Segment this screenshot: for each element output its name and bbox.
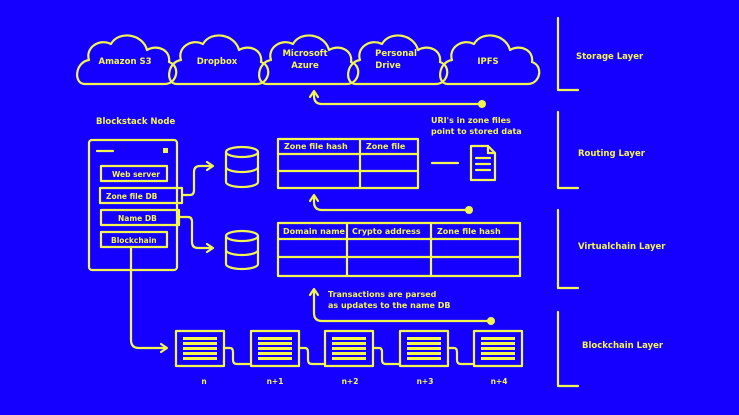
cloud-icon [258,34,360,86]
node-title: Blockstack Node [96,117,175,127]
connector-zone-db [180,164,214,197]
chain-link [446,346,476,366]
block-icon [249,329,301,368]
layer-label-blockchain: Blockchain Layer [582,341,664,351]
block-label: n+4 [491,377,508,386]
zone-table-header: Zone file hash [284,142,348,151]
connector-name-db [177,215,214,250]
storage-label: Azure [291,61,319,71]
storage-label: Dropbox [197,57,238,67]
block-label: n+1 [267,377,284,386]
node-item-label: Web server [112,170,160,179]
node-frame [87,138,179,272]
routing-layer-bracket [556,110,580,190]
block-icon [174,329,226,368]
cloud-personal-drive: Personal Drive [347,34,449,86]
block-label: n+2 [342,377,359,386]
storage-label: Personal [375,49,417,59]
zone-file-document: URI's in zone files point to stored data [430,116,522,182]
arrow-head [205,160,215,172]
node-item-label: Blockchain [111,236,157,245]
storage-providers: Amazon S3 Dropbox Microsoft Azure Person… [76,34,541,86]
name-table-header: Crypto address [352,227,421,236]
blockstack-node: Blockstack Node Web server Zone file DB … [87,117,184,272]
zone-table-frame [276,137,420,190]
name-table-frame [276,221,522,278]
document-icon [469,144,497,182]
block-icon [323,329,375,368]
block-label: n [201,377,206,386]
zone-file-database [224,145,260,189]
blockchain-to-virtualchain-arrow: Transactions are parsed as updates to th… [308,287,495,325]
node-item-web-server [99,164,169,183]
layer-label-virtualchain: Virtualchain Layer [578,242,666,252]
block-label: n+3 [417,377,434,386]
storage-label: Microsoft [282,49,327,59]
name-table-header: Zone file hash [437,227,501,236]
cloud-ipfs: IPFS [439,34,541,86]
storage-label: Drive [375,61,401,71]
connector-blockchain [129,245,168,350]
storage-layer-bracket [556,16,580,92]
blockchain-layer-bracket [556,310,580,388]
cloud-dropbox: Dropbox [168,34,270,86]
node-item-label: Name DB [118,214,157,223]
chain-link [297,346,327,366]
arrow-head [159,342,169,354]
virtualchain-to-routing-arrow [308,193,473,214]
block-icon [472,329,524,368]
routing-to-storage-arrow [308,89,486,108]
uri-note-line1: URI's in zone files [431,116,511,125]
cloud-microsoft-azure: Microsoft Azure [258,34,360,86]
storage-label: Amazon S3 [98,57,151,67]
virtualchain-layer-bracket [556,208,580,290]
blockchain-blocks: n n+1 n+2 n+3 n+4 [174,329,524,386]
layer-brackets: Storage Layer Routing Layer Virtualchain… [556,16,666,388]
arrow-head [205,242,215,254]
zone-file-table: Zone file hash Zone file [276,137,420,190]
zone-table-header: Zone file [366,142,406,151]
block-icon [398,329,450,368]
chain-link [371,346,402,366]
tx-note-line2: as updates to the name DB [328,301,451,310]
layer-label-routing: Routing Layer [578,149,646,159]
node-item-label: Zone file DB [106,192,158,201]
name-database [224,229,260,271]
chain-link [222,346,253,366]
storage-label: IPFS [477,57,498,67]
cloud-amazon-s3: Amazon S3 [76,34,178,86]
name-table-header: Domain name [283,227,346,236]
database-icon [224,229,260,271]
cloud-icon [347,34,449,86]
node-header-dot [163,148,168,153]
node-item-blockchain [99,230,169,249]
uri-note-line2: point to stored data [431,127,522,136]
name-table: Domain name Crypto address Zone file has… [276,221,522,278]
database-icon [224,145,260,189]
tx-note-line1: Transactions are parsed [328,290,437,299]
layer-label-storage: Storage Layer [576,52,644,62]
